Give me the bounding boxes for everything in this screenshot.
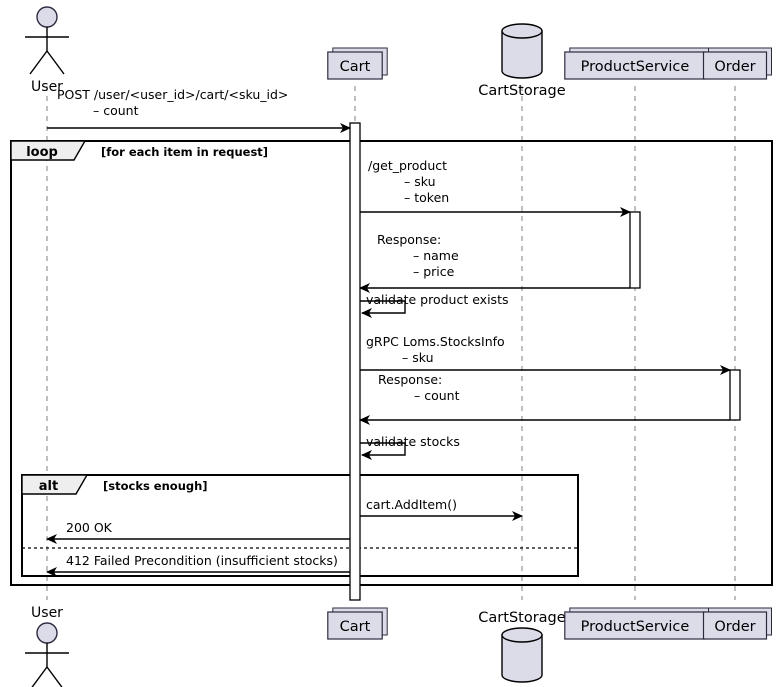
message-m4: validate product exists [360, 292, 508, 318]
self-message-arrow [360, 442, 406, 460]
actor-label-user: User [31, 605, 63, 621]
fragment-guard-label-alt: [stocks enough] [103, 479, 208, 493]
participant-box-front [327, 611, 383, 640]
message-m7: validate stocks [360, 434, 460, 460]
participant-label-order: Order [714, 59, 755, 75]
database-body-icon [501, 30, 543, 79]
fragment-operator-label-alt: alt [39, 479, 58, 494]
fragment-border [10, 140, 773, 586]
fragment-alt: alt [stocks enough] [21, 474, 579, 577]
message-label-m3-line1: – name [413, 248, 459, 263]
message-label-m8-line0: cart.AddItem() [366, 497, 457, 512]
participant-box-cart[interactable]: Cart [327, 607, 388, 640]
message-label-m2-line1: – sku [404, 174, 436, 189]
participant-box-front [702, 611, 768, 640]
database-top-icon [501, 627, 543, 643]
message-m2: /get_product– sku– token [360, 158, 631, 217]
participant-label-cartstorage: CartStorage [478, 83, 565, 99]
participant-label-cart: Cart [340, 59, 371, 75]
participant-box-productservice[interactable]: ProductService [564, 607, 711, 640]
activation-bar-cart [349, 122, 361, 601]
actor-label-user: User [31, 79, 63, 95]
message-label-m2-line2: – token [404, 190, 449, 205]
participant-label-productservice: ProductService [581, 59, 690, 75]
participant-box-front [327, 51, 383, 80]
message-label-m4-line0: validate product exists [366, 292, 508, 307]
participant-box-order[interactable]: Order [702, 607, 772, 640]
message-label-m9-line0: 200 OK [66, 520, 113, 535]
message-m5: gRPC Loms.StocksInfo– sku [360, 334, 731, 375]
participant-box-productservice[interactable]: ProductService [564, 47, 711, 80]
message-label-m7-line0: validate stocks [366, 434, 460, 449]
message-label-m1-line0: POST /user/<user_id>/cart/<sku_id> [57, 87, 288, 102]
database-cartstorage[interactable]: CartStorage [478, 610, 566, 683]
fragment-operator-label-loop: loop [26, 145, 58, 160]
message-m10: 412 Failed Precondition (insufficient st… [46, 553, 350, 577]
message-label-m6-line0: Response: [378, 372, 442, 387]
messages-layer: POST /user/<user_id>/cart/<sku_id>– coun… [46, 87, 731, 577]
activation-bar-order [729, 369, 741, 421]
participant-box-cart[interactable]: Cart [327, 47, 388, 80]
message-m3: Response:– name– price [359, 232, 630, 293]
message-m1: POST /user/<user_id>/cart/<sku_id>– coun… [47, 87, 351, 133]
message-label-m2-line0: /get_product [368, 158, 447, 173]
actor-head-icon [36, 622, 58, 644]
message-label-m1-line1: – count [93, 103, 139, 118]
message-label-m3-line2: – price [413, 264, 455, 279]
message-m6: Response:– count [359, 372, 730, 425]
database-cartstorage[interactable]: CartStorage [478, 23, 566, 99]
fragment-border [21, 474, 579, 577]
fragment-operator-tab [10, 140, 87, 161]
actor-head-icon [36, 6, 58, 28]
message-label-m6-line1: – count [414, 388, 460, 403]
actor-user[interactable]: User [25, 605, 69, 687]
activations-layer [349, 122, 741, 601]
participant-label-productservice: ProductService [581, 619, 690, 635]
database-body-icon [501, 634, 543, 683]
fragment-loop: loop [for each item in request] [10, 140, 773, 586]
self-message-arrow [360, 300, 406, 318]
participant-label-order: Order [714, 619, 755, 635]
database-top-icon [501, 23, 543, 39]
participant-box-front [702, 51, 768, 80]
activation-bar-productservice [629, 211, 641, 289]
message-label-m5-line0: gRPC Loms.StocksInfo [366, 334, 505, 349]
participant-label-cart: Cart [340, 619, 371, 635]
fragment-operator-tab [21, 474, 89, 495]
message-m8: cart.AddItem() [360, 497, 523, 521]
message-label-m10-line0: 412 Failed Precondition (insufficient st… [66, 553, 338, 568]
message-label-m5-line1: – sku [402, 350, 434, 365]
participant-box-front [564, 51, 706, 80]
message-label-m3-line0: Response: [377, 232, 441, 247]
participant-label-cartstorage: CartStorage [478, 610, 565, 626]
actor-user[interactable]: User [25, 6, 69, 95]
participant-box-order[interactable]: Order [702, 47, 772, 80]
fragment-guard-label-loop: [for each item in request] [101, 145, 268, 159]
message-m9: 200 OK [46, 520, 350, 544]
fragments-layer: loop [for each item in request] alt [stocks… [10, 140, 773, 586]
